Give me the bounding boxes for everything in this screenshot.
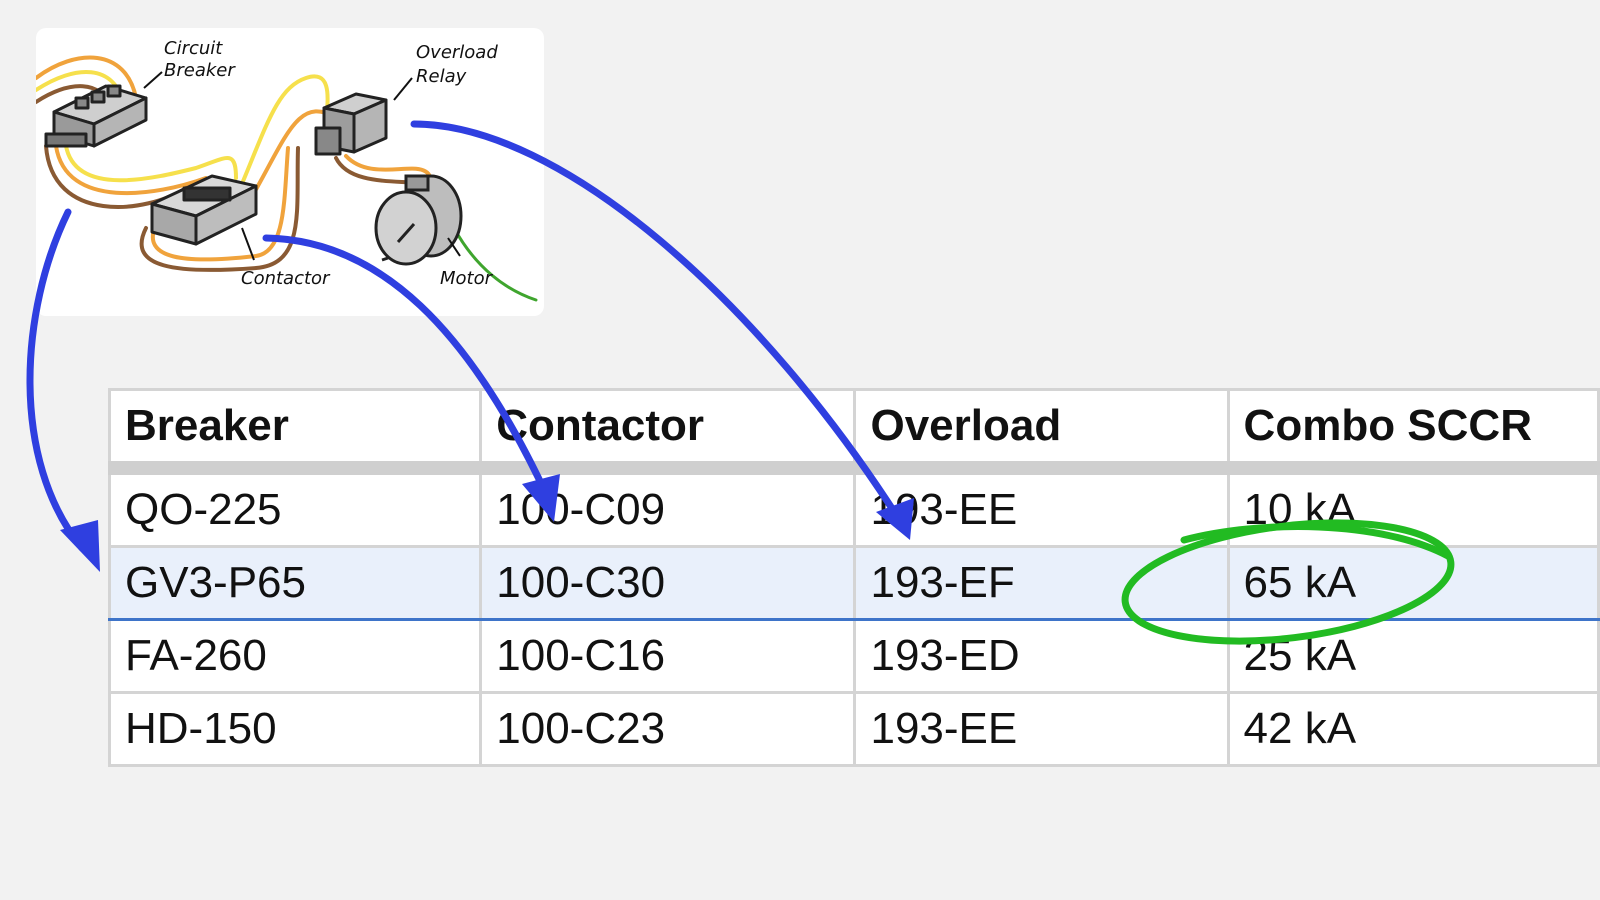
cell-breaker: HD-150 xyxy=(107,691,483,767)
table-row-highlighted: GV3-P65 100-C30 193-EF 65 kA xyxy=(107,545,1600,621)
wire-orange-1 xyxy=(36,55,138,100)
component-combo-table: Breaker Contactor Overload Combo SCCR QO… xyxy=(107,388,1600,767)
header-combo-sccr: Combo SCCR xyxy=(1226,388,1600,475)
circuit-breaker-icon xyxy=(44,84,148,148)
header-overload: Overload xyxy=(853,388,1230,475)
wiring-diagram-drawing: Circuit Breaker Overload Relay Contactor… xyxy=(36,38,538,302)
header-contactor: Contactor xyxy=(479,388,857,475)
header-breaker: Breaker xyxy=(107,388,483,475)
overload-relay-icon xyxy=(314,92,388,156)
wire-ground xyxy=(452,226,538,302)
leader-line-breaker xyxy=(143,71,163,89)
wire-yellow-3 xyxy=(234,74,330,200)
table-header-row: Breaker Contactor Overload Combo SCCR xyxy=(107,388,1600,475)
cell-overload: 193-EF xyxy=(853,545,1230,621)
wiring-diagram: Circuit Breaker Overload Relay Contactor… xyxy=(36,28,544,316)
cell-combo-sccr: 42 kA xyxy=(1226,691,1600,767)
leader-line-relay xyxy=(393,77,413,101)
wire-orange-4 xyxy=(150,146,290,262)
cell-breaker: FA-260 xyxy=(107,618,483,694)
motor-icon xyxy=(374,174,463,266)
cell-overload: 193-ED xyxy=(853,618,1230,694)
label-contactor: Contactor xyxy=(241,268,331,289)
cell-contactor: 100-C23 xyxy=(479,691,857,767)
table-row: QO-225 100-C09 193-EE 10 kA xyxy=(107,466,1600,548)
label-breaker-line2: Breaker xyxy=(164,60,236,81)
cell-contactor: 100-C30 xyxy=(479,545,857,621)
wire-orange-2 xyxy=(54,144,208,196)
cell-overload: 193-EE xyxy=(853,691,1230,767)
table-row: HD-150 100-C23 193-EE 42 kA xyxy=(107,691,1600,767)
label-motor: Motor xyxy=(440,268,494,289)
contactor-icon xyxy=(150,174,258,246)
label-circuit-line1: Circuit xyxy=(164,38,223,59)
table-row: FA-260 100-C16 193-ED 25 kA xyxy=(107,618,1600,694)
cell-contactor: 100-C16 xyxy=(479,618,857,694)
cell-breaker: GV3-P65 xyxy=(107,545,483,621)
cell-combo-sccr: 25 kA xyxy=(1226,618,1600,694)
cell-contactor: 100-C09 xyxy=(479,466,857,548)
wire-brown-3 xyxy=(139,146,300,272)
leader-line-contactor xyxy=(241,227,255,261)
arrowhead-breaker-icon xyxy=(60,520,100,572)
label-overload-line1: Overload xyxy=(416,42,498,63)
cell-breaker: QO-225 xyxy=(107,466,483,548)
cell-combo-sccr: 65 kA xyxy=(1226,545,1600,621)
wire-yellow-2 xyxy=(64,144,238,183)
cell-overload: 193-EE xyxy=(853,466,1230,548)
label-relay-line2: Relay xyxy=(416,66,467,87)
cell-combo-sccr: 10 kA xyxy=(1226,466,1600,548)
